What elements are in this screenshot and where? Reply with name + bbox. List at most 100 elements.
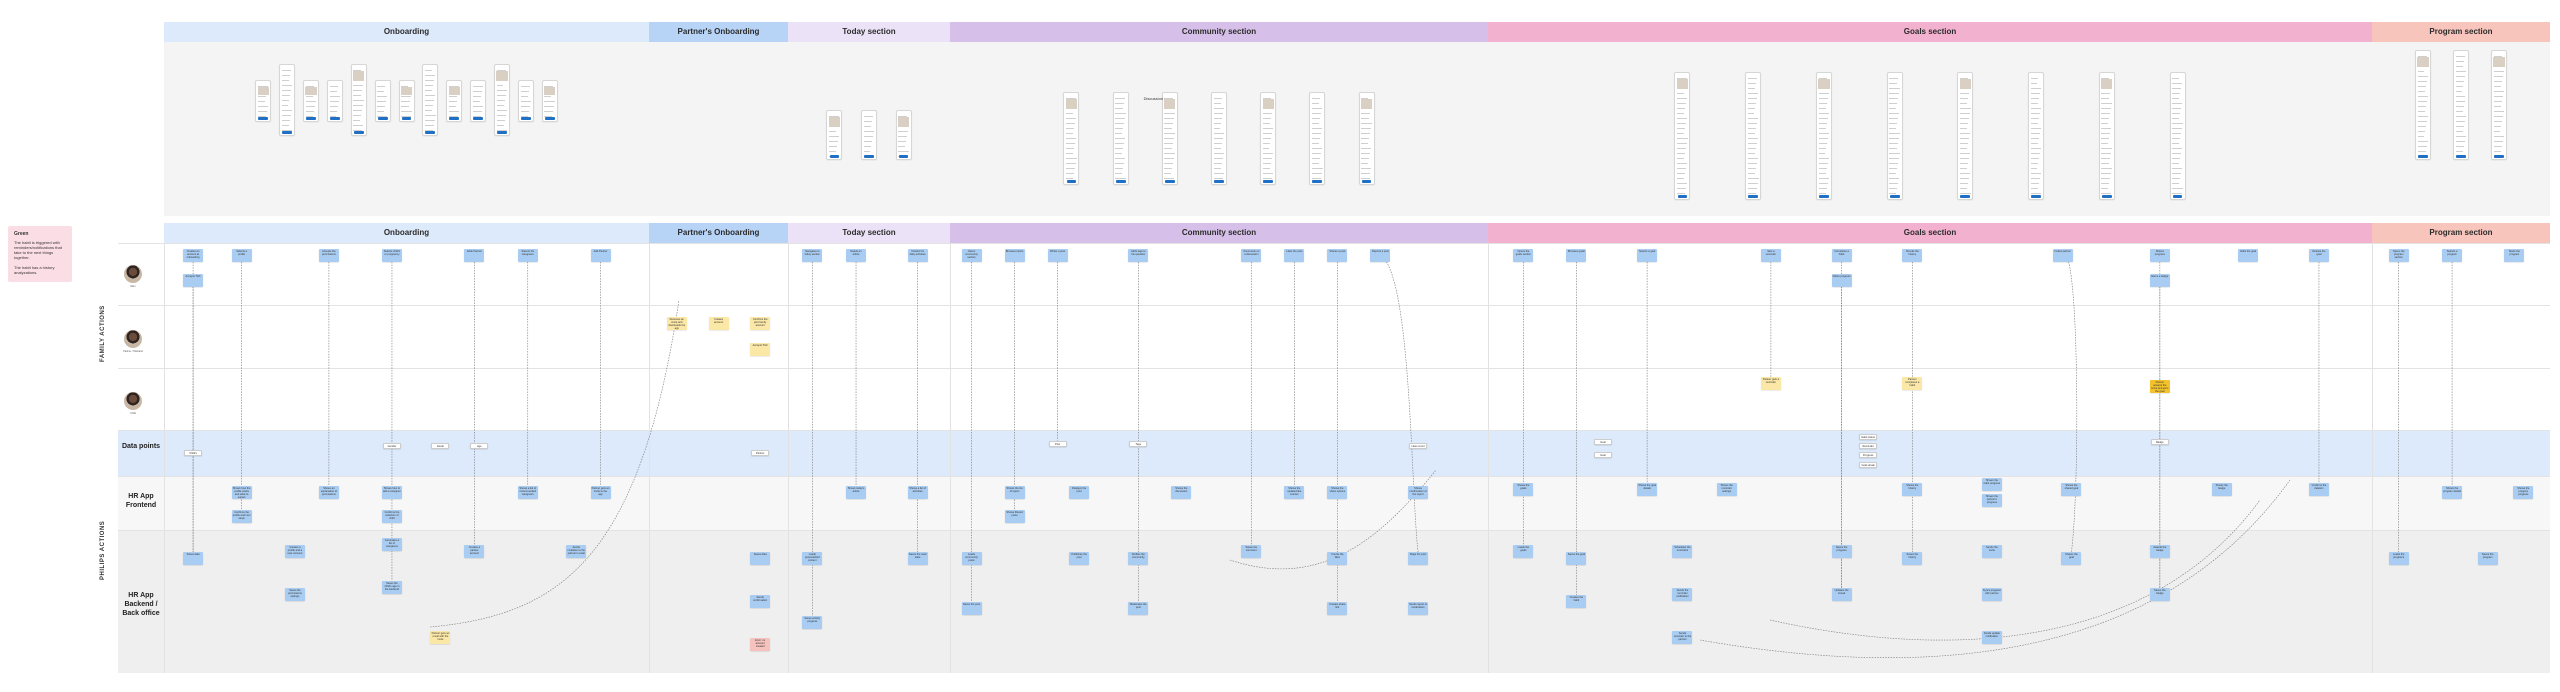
screen-text-line [1889,88,1900,90]
journey-step-note: Saves data [750,552,771,566]
screen-text-line [2101,173,2111,175]
screen-mockup-onboarding [541,80,558,122]
screen-text-line [863,116,873,118]
screen-text-line [1361,98,1369,100]
screen-text-line [329,116,337,118]
screen-text-line [1677,193,1686,195]
screen-text-line [2101,123,2109,125]
screen-text-line [1115,138,1126,140]
legend-line: The habit has a history [14,265,55,270]
screen-text-line [863,126,871,128]
screen-primary-button [1066,180,1077,183]
screen-text-line [496,130,508,132]
screen-text-line [496,70,507,72]
screen-text-line [1361,163,1369,165]
screen-text-line [496,85,504,87]
screen-text-line [1361,148,1372,150]
screen-text-line [401,96,411,98]
screen-text-line [1747,183,1758,185]
screen-text-line [472,111,483,113]
screen-primary-button [306,117,316,120]
screen-text-line [2493,136,2504,138]
screen-text-line [257,116,266,118]
screen-text-line [2101,98,2109,100]
persona-caption-0: Mom [130,285,136,288]
screen-text-line [1213,178,1224,180]
screen-text-line [1818,123,1827,125]
screen-text-line [2030,78,2039,80]
journey-step-note: Earns a badge [2149,273,2170,287]
screen-text-line [2493,146,2502,148]
screen-text-line [2101,128,2112,130]
screen-text-line [2101,148,2112,150]
screen-text-line [1115,98,1125,100]
screen-text-line [2493,131,2501,133]
journey-step-note: Loads community posts [961,552,982,566]
screen-text-line [898,131,909,133]
screen-mockup-onboarding [398,80,415,122]
screen-text-line [1213,108,1225,110]
screen-primary-button [473,117,484,120]
journey-step-note: Saves the goal [1566,552,1587,566]
screen-text-line [305,106,315,108]
screen-text-line [2030,143,2039,145]
screen-text-line [425,90,433,92]
legend-line: take to the next things [14,250,54,255]
screen-text-line [1164,163,1174,165]
top-header-onboarding: Onboarding [164,22,649,42]
screen-text-line [1115,173,1123,175]
journey-step-note: Creates a partner account [464,544,485,558]
screen-text-line [281,90,292,92]
screen-text-line [257,111,267,113]
screen-text-line [2101,103,2113,105]
section-divider-program [2372,243,2373,673]
journey-step-note: Starts the program [2504,248,2525,262]
screen-text-line [305,96,313,98]
screen-text-line [2455,131,2463,133]
screen-mockup-program [2490,50,2507,160]
screen-text-line [829,131,836,133]
screen-text-line [1818,158,1829,160]
screen-text-line [2493,91,2505,93]
journey-step-note: Saves data [183,552,204,566]
screen-image [2417,57,2429,67]
screen-text-line [1115,178,1126,180]
screen-text-line [1747,188,1757,190]
screen-primary-button [353,131,364,134]
journey-step-note: Sends confirmation [750,595,771,608]
screen-text-line [2493,86,2501,88]
screen-primary-button [2418,155,2428,158]
screen-text-line [353,125,364,127]
screen-text-line [1361,118,1369,120]
lane-family2 [118,305,2550,368]
screen-mockup-onboarding [255,80,272,122]
journey-step-note: Shares the goal [2061,552,2082,566]
screen-text-line [1960,173,1971,175]
screen-text-line [496,105,504,107]
section-header-program: Program section [2372,223,2550,243]
section-divider-onboarding [164,243,165,673]
screen-text-line [2493,101,2503,103]
screen-primary-button [258,117,269,120]
screen-primary-button [1361,180,1372,183]
screen-text-line [1164,158,1175,160]
screen-image [1262,99,1274,109]
screen-text-line [829,116,839,118]
screen-text-line [1262,133,1273,135]
screen-text-line [1066,158,1077,160]
screen-primary-button [2101,195,2112,198]
screen-primary-button [864,155,874,158]
screen-text-line [353,120,360,122]
journey-step-note: Shows an explanation of permissions [318,485,339,499]
screen-text-line [1262,128,1274,130]
section-header-partners: Partner's Onboarding [649,223,788,243]
section-divider-community [950,243,951,673]
screen-image [448,87,460,96]
screen-text-line [1312,148,1323,150]
screen-text-line [2030,188,2038,190]
screen-text-line [2172,158,2181,160]
screen-text-line [1361,153,1371,155]
screen-primary-button [377,117,388,120]
